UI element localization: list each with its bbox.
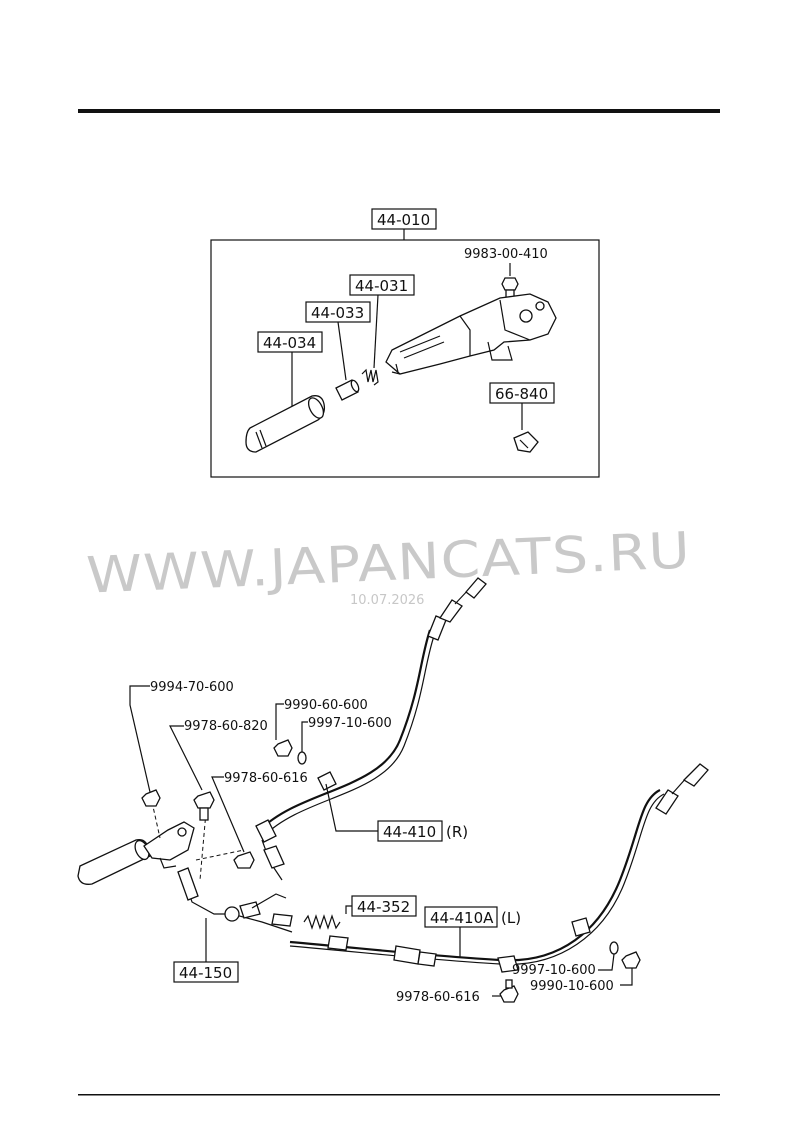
clip-label: 66-840 — [495, 385, 548, 403]
bolt-mid-label: 9978-60-616 — [224, 771, 308, 786]
washer-upper-label: 9997-10-600 — [308, 716, 392, 731]
assembly-frame — [210, 239, 600, 478]
bushing-label: 44-033 — [311, 304, 364, 322]
bolt-mid-part — [233, 851, 255, 869]
right-cable-part — [255, 577, 487, 881]
left-cable-label-box — [424, 906, 498, 928]
assembly-label-box — [371, 208, 437, 230]
bolt-lever-leader — [169, 725, 203, 791]
bolt-lower-label: 9978-60-616 — [396, 990, 480, 1005]
nut-left-part — [141, 789, 161, 807]
left-cable-suffix: (L) — [501, 909, 521, 927]
front-cable-part — [177, 867, 293, 933]
bushing-part — [335, 379, 360, 401]
return-spring-label: 44-352 — [357, 898, 410, 916]
left-cable-part — [289, 763, 709, 973]
footer-rule — [78, 1094, 720, 1096]
nut-lower-leader — [620, 968, 633, 986]
washer-lower-label: 9997-10-600 — [512, 963, 596, 978]
nut-upper-leader — [275, 703, 284, 740]
bolt-top-part — [501, 277, 519, 299]
bolt-lower-part — [499, 979, 519, 1003]
nut-upper-part — [273, 739, 293, 757]
right-cable-label: 44-410 — [383, 823, 436, 841]
spring-label-box — [349, 274, 415, 296]
bolt-mid-leader — [211, 776, 245, 853]
spring-part — [361, 368, 379, 386]
bolt-lever-part — [193, 791, 215, 821]
grip-label: 44-034 — [263, 334, 316, 352]
lever-mount-dashes — [151, 801, 245, 881]
right-cable-suffix: (R) — [446, 823, 468, 841]
nut-upper-label: 9990-60-600 — [284, 698, 368, 713]
bushing-leader — [337, 321, 347, 381]
washer-lower-leader — [598, 953, 615, 971]
nut-left-leader — [129, 685, 151, 793]
return-spring-leader — [345, 905, 352, 914]
grip-part — [245, 395, 326, 453]
grip-label-box — [257, 331, 323, 353]
cable-system-group: 44-410 (R) 44-410A (L) — [77, 577, 709, 1005]
assembly-label: 44-010 — [377, 211, 430, 229]
washer-lower-part — [609, 941, 619, 955]
watermark-date: 10.07.2026 — [350, 593, 424, 608]
nut-lower-part — [621, 951, 641, 969]
washer-upper-part — [297, 751, 307, 765]
header-rule — [78, 109, 720, 113]
clip-part — [513, 431, 539, 453]
right-cable-leader — [325, 783, 378, 832]
bolt-lever-label: 9978-60-820 — [184, 719, 268, 734]
lever-arm-part — [385, 293, 557, 375]
washer-upper-leader — [301, 721, 308, 752]
spring-label: 44-031 — [355, 277, 408, 295]
return-spring-part — [303, 914, 341, 930]
lower-lever-part — [77, 821, 195, 885]
bolt-top-label: 9983-00-410 — [464, 247, 548, 262]
left-cable-label: 44-410A — [430, 909, 494, 927]
lever-assembly-group: 44-010 9983-00-410 44-031 44-0 — [210, 208, 600, 478]
front-cable-label: 44-150 — [179, 964, 232, 982]
nut-left-label: 9994-70-600 — [150, 680, 234, 695]
spring-leader — [373, 294, 379, 369]
nut-lower-label: 9990-10-600 — [530, 979, 614, 994]
